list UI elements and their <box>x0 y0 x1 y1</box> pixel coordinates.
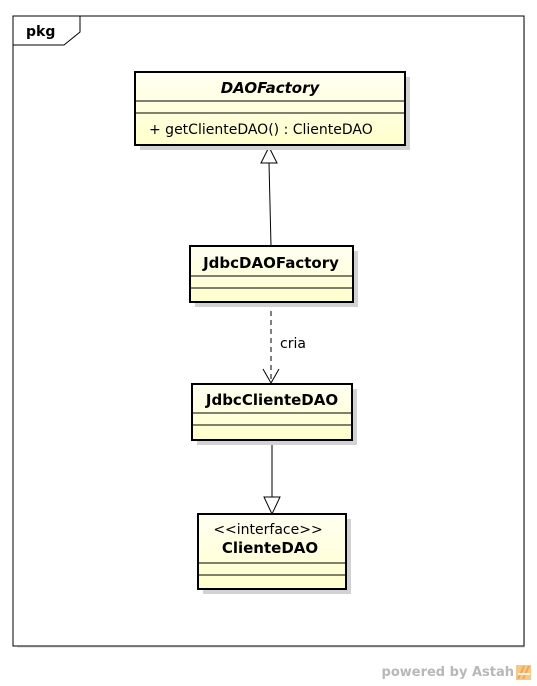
class-box <box>134 71 406 146</box>
class-name: DAOFactory <box>221 79 321 97</box>
class-name: JdbcClienteDAO <box>205 391 338 409</box>
generalization-jdbcclientedao-clientedao <box>263 440 281 516</box>
package-tab <box>12 15 81 46</box>
dependency-label: cria <box>280 336 306 352</box>
class-box <box>189 245 354 303</box>
class-name: ClienteDAO <box>222 539 318 557</box>
class-box <box>197 513 347 590</box>
class-jdbcdaofactory[interactable]: JdbcDAOFactory <box>189 245 358 307</box>
class-daofactory[interactable]: DAOFactory + getClienteDAO() : ClienteDA… <box>134 71 410 150</box>
astah-watermark: powered by Astah <box>382 665 531 680</box>
watermark-text: powered by Astah <box>381 665 514 680</box>
generalization-jdbcdaofactory-daofactory <box>260 145 278 247</box>
package-label: pkg <box>26 24 55 40</box>
class-jdbcclientedao[interactable]: JdbcClienteDAO <box>191 383 357 445</box>
generalization-line <box>268 162 272 247</box>
class-operation: + getClienteDAO() : ClienteDAO <box>149 122 373 138</box>
interface-stereotype: <<interface>> <box>213 522 322 538</box>
generalization-arrowhead <box>260 145 278 164</box>
class-box <box>191 383 353 441</box>
interface-clientedao[interactable]: <<interface>> ClienteDAO <box>197 513 351 594</box>
generalization-arrowhead-2 <box>263 496 281 516</box>
class-name: JdbcDAOFactory <box>202 254 339 272</box>
astah-logo-icon <box>516 665 531 680</box>
